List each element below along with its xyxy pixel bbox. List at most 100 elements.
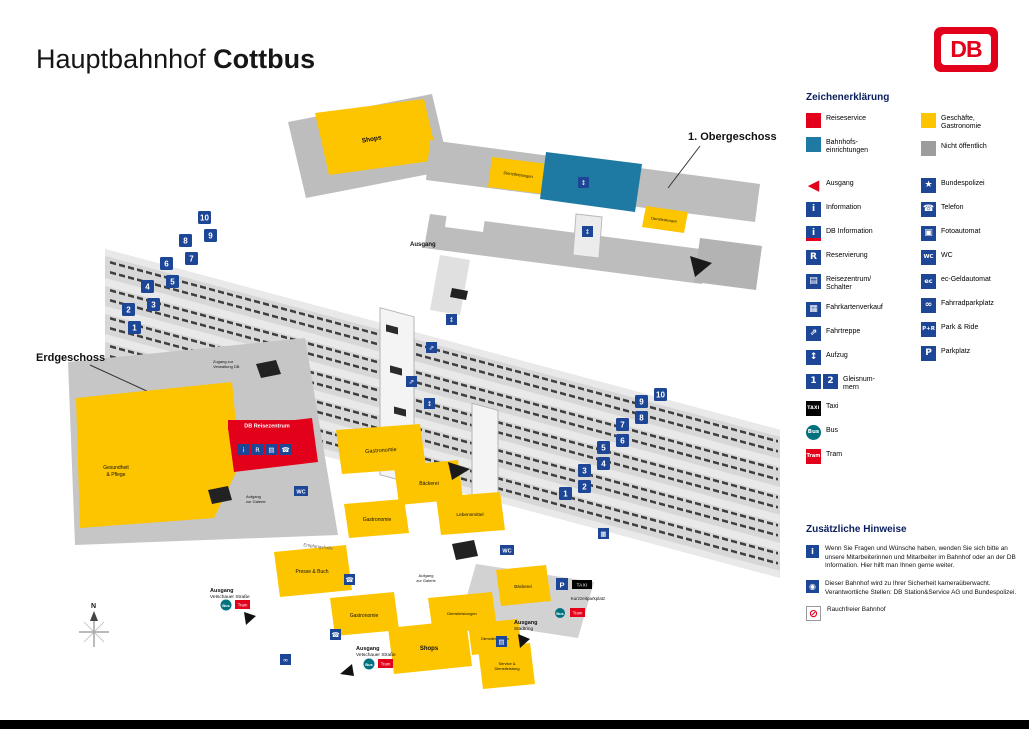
exit-street-label: Vetschauer Straße [356, 652, 396, 658]
ground-floor-label: Erdgeschoss [36, 352, 105, 364]
platform-badge: 6 [616, 434, 629, 447]
exit-arrow-midfield [448, 462, 470, 480]
upper-courtyard-walkway [445, 206, 486, 232]
elevator-glyph: ↕ [581, 179, 586, 187]
platform-number: 4 [145, 283, 150, 292]
health-care-block [76, 382, 240, 528]
platform-badge: 4 [597, 457, 610, 470]
legend-label: Fahrtreppe [826, 327, 861, 335]
db-reisezentrum-label-bar [228, 420, 306, 430]
legend-label: Nicht öffentlich [941, 142, 987, 150]
platform-badge: 1 [559, 487, 572, 500]
platform-badge: 10 [198, 211, 211, 224]
legend-label: Reservierung [826, 251, 868, 259]
bottom-bar [0, 720, 1029, 729]
legend-label: DB Information [826, 227, 873, 235]
legend-item-geschaefte: Geschäfte, Gastronomie [921, 113, 1024, 132]
platform-number: 6 [164, 260, 169, 269]
platform-badges-right: 10 9 8 7 6 5 4 3 2 1 [559, 388, 667, 500]
tram-icon: Tram [806, 449, 821, 465]
legend-item-reservierung: R Reservierung [806, 249, 909, 265]
legend-label: Reiseservice [826, 115, 867, 122]
gallery-access-label-1: Aufgang [246, 494, 261, 499]
escalator-icon: ⇗ [426, 342, 437, 353]
ticket-glyph: ▦ [600, 530, 606, 538]
bike-parking-icon: ∞ [280, 654, 291, 665]
platform-number: 5 [601, 444, 606, 453]
wc-icon: WC [500, 545, 514, 555]
upper-services-small-block [642, 206, 688, 233]
legend-item-park-ride: P+R Park & Ride [921, 321, 1024, 337]
reservation-icon: R [806, 249, 821, 265]
counter-glyph: ▤ [268, 446, 274, 454]
gastronomie-label-3: Gastronomie [350, 613, 379, 619]
legend-item-nicht-oeffentlich: Nicht öffentlich [921, 140, 1024, 156]
bus-icon [220, 599, 232, 611]
platform-badge: 5 [597, 441, 610, 454]
upper-floor-label: 1. Obergeschoss [688, 131, 777, 143]
gastronomie-label-2: Gastronomie [363, 517, 392, 523]
shops-block-ground [388, 620, 472, 674]
legend-item-ec-geldautomat: ec ec-Geldautomat [921, 273, 1024, 289]
compass: N [79, 603, 109, 647]
notes-panel: Zusätzliche Hinweise i Wenn Sie Fragen u… [806, 524, 1024, 630]
gallery-stairs-west [208, 486, 232, 504]
service-block [478, 643, 535, 689]
admin-access-label-1: Zugang zur [213, 359, 234, 364]
gallery-stairs-mid [452, 540, 478, 560]
platform-badge: 5 [166, 275, 179, 288]
legend-title: Zeichenerklärung [806, 92, 890, 103]
legend-item-information: i Information [806, 201, 909, 217]
platform-number: 4 [601, 460, 606, 469]
legend-label: Reisezentrum/ Schalter [826, 275, 872, 292]
platform-number: 8 [183, 237, 188, 246]
legend-column-1: Reiseservice Bahnhofs- einrichtungen ◀ A… [806, 113, 909, 465]
legend-panel: Zeichenerklärung Reiseservice Bahnhofs- … [806, 92, 1024, 465]
no-smoking-icon: ⊘ [806, 606, 821, 622]
tram-glyph: Tram [381, 662, 391, 667]
platform-badge: 2 [578, 480, 591, 493]
legend-item-bahnhofseinrichtungen: Bahnhofs- einrichtungen [806, 137, 909, 156]
legend-item-gleisnummern: 1 2 Gleisnum- mern [806, 373, 909, 393]
escalator-icon: ⇗ [406, 376, 417, 387]
escalator-icon: ⇗ [806, 325, 821, 341]
legend-label: Fahrradparkplatz [941, 299, 994, 307]
legend-label: ec-Geldautomat [941, 275, 991, 283]
pedestrian-walkway [471, 402, 499, 507]
note-item: i Wenn Sie Fragen und Wünsche haben, wen… [806, 545, 1024, 571]
exit-label: Ausgang [210, 588, 234, 594]
platform-badge: 8 [635, 411, 648, 424]
reservation-icon: R [252, 444, 263, 455]
elevator-glyph: ↕ [427, 400, 432, 408]
db-reisezentrum-label: DB Reisezentrum [244, 424, 290, 430]
platform-number: 8 [639, 414, 644, 423]
counter-icon: ▤ [266, 444, 277, 455]
taxi-glyph: TAXI [577, 583, 588, 588]
platform-number: 3 [582, 467, 587, 476]
ground-floor-buildings: Gesundheit & Pflege DB Reisezentrum i R … [76, 359, 551, 689]
exit-arrow [244, 612, 256, 625]
platform-badge: 7 [616, 418, 629, 431]
legend-item-fahrradparkplatz: ∞ Fahrradparkplatz [921, 297, 1024, 313]
escalator-glyph: ⇗ [429, 344, 434, 352]
legend-label: Bus [826, 427, 839, 435]
wc-icon: WC [921, 249, 936, 265]
compass-north-arrow [90, 611, 98, 621]
legend-item-reisezentrum: ▤ Reisezentrum/ Schalter [806, 273, 909, 293]
platform-number: 7 [189, 255, 194, 264]
db-logo-text: DB [950, 36, 982, 62]
platform-number: 6 [620, 437, 625, 446]
platform-badge: 9 [635, 395, 648, 408]
photo-booth-icon: ▣ [921, 225, 936, 241]
exit-arrow [518, 634, 530, 648]
upper-floor-leader [667, 145, 701, 189]
elevator-glyph: ↕ [585, 228, 590, 236]
page-title-light: Hauptbahnhof [36, 44, 214, 74]
presse-buch-label: Presse & Buch [295, 569, 328, 575]
bus-glyph: Bus [365, 662, 373, 667]
counter-icon: ▤ [806, 273, 821, 289]
baeckerei-label-1: Bäckerei [419, 481, 438, 487]
wc-icon: WC [294, 486, 308, 496]
phone-icon: ☎ [344, 574, 355, 585]
legend-item-reiseservice: Reiseservice [806, 113, 909, 128]
